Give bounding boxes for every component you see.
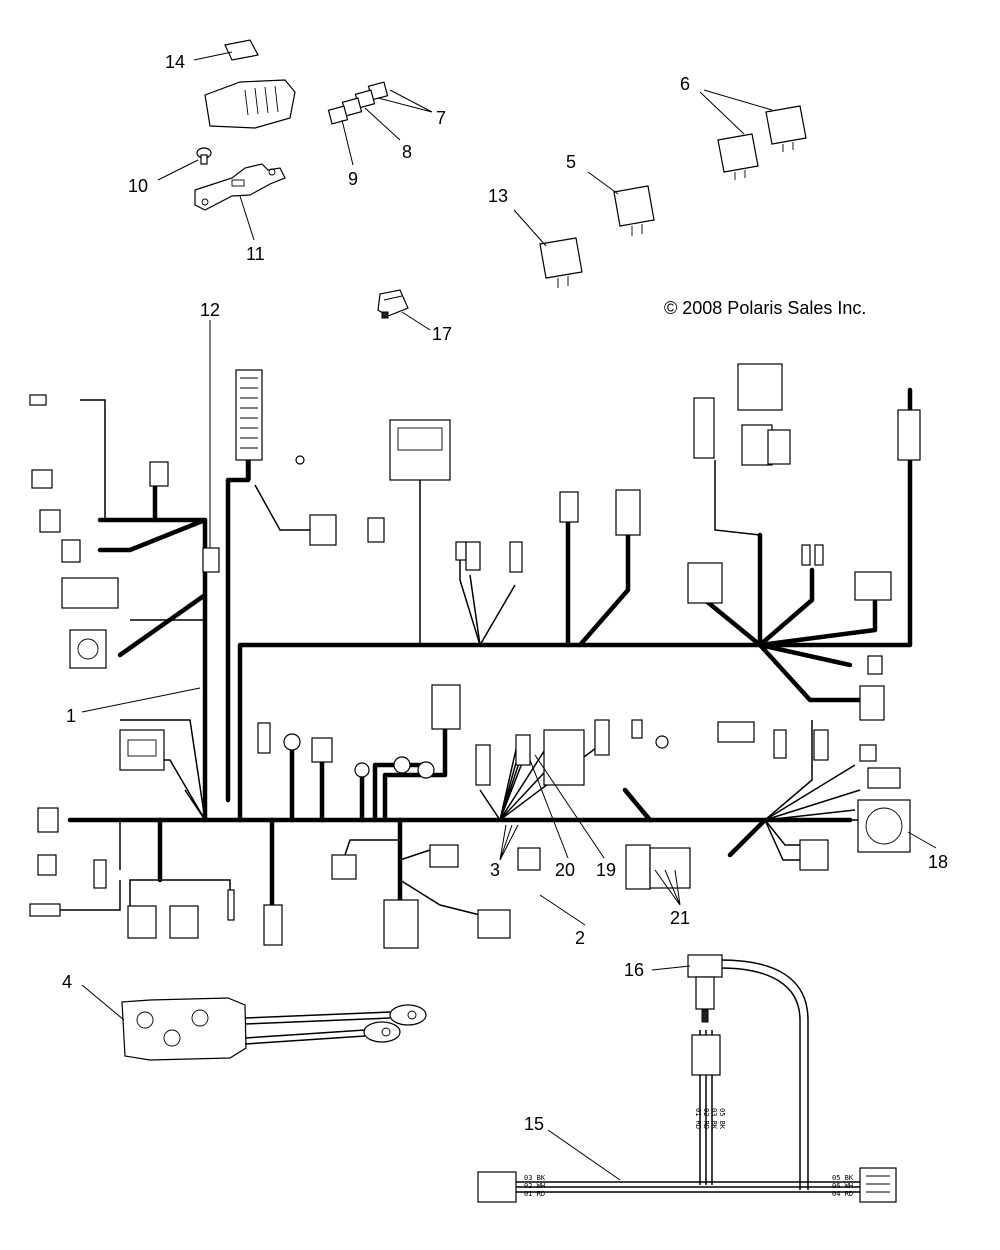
leader-18: [907, 831, 937, 849]
part-12-clip: [202, 547, 220, 573]
leader-5: [587, 171, 619, 195]
part-6-relays: [717, 105, 807, 180]
callout-10: 10: [128, 176, 148, 196]
callout-3: 3: [490, 860, 500, 880]
wire-label-left-1: 03 BK: [524, 1174, 546, 1182]
leader-17: [401, 311, 431, 331]
leader-14: [193, 51, 233, 61]
wire-label-vert-4: 05 BK: [718, 1108, 726, 1130]
leader-6: [699, 89, 773, 135]
wire-label-left-3: 01 RD: [524, 1190, 545, 1198]
leader-9: [341, 119, 354, 166]
callout-17: 17: [432, 324, 452, 344]
part-11-bracket: [194, 163, 286, 211]
harness-connectors: [29, 363, 921, 949]
part-5-relay: [613, 185, 655, 236]
leader-21: [654, 869, 681, 906]
callout-2: 2: [575, 928, 585, 948]
callout-15: 15: [524, 1114, 544, 1134]
wire-label-right-1: 05 BK: [832, 1174, 854, 1182]
callout-4: 4: [62, 972, 72, 992]
wire-label-vert-3: 03 BK: [710, 1108, 718, 1130]
callout-7: 7: [436, 108, 446, 128]
callout-14: 14: [165, 52, 185, 72]
part-15-aux-harness: 03 BK 02 WH 01 RD 05 BK 06 WH 04 RD 01 R…: [477, 959, 897, 1203]
leader-8: [364, 107, 401, 141]
part-7-fuses: [354, 81, 389, 109]
callout-19: 19: [596, 860, 616, 880]
part-4-battery-cable: [121, 997, 427, 1061]
leader-7: [377, 89, 433, 113]
callout-21: 21: [670, 908, 690, 928]
callout-16: 16: [624, 960, 644, 980]
leader-3: [499, 824, 519, 861]
callout-8: 8: [402, 142, 412, 162]
part-17-connector: [377, 289, 409, 319]
leader-4: [81, 984, 125, 1021]
wire-label-right-3: 04 RD: [832, 1190, 853, 1198]
leader-15: [547, 1129, 621, 1181]
callout-6: 6: [680, 74, 690, 94]
wire-label-vert-2: 02 RD: [702, 1108, 710, 1129]
part-21-connector-b: [649, 847, 691, 889]
part-9-fuse: [327, 105, 349, 125]
callout-11: 11: [246, 244, 265, 264]
part-2-connector: [517, 847, 541, 871]
callout-5: 5: [566, 152, 576, 172]
wire-label-vert-1: 01 RD: [694, 1108, 702, 1129]
callout-12: 12: [200, 300, 220, 320]
wire-label-left-2: 02 WH: [524, 1182, 545, 1190]
leader-11: [239, 195, 255, 241]
copyright-notice: © 2008 Polaris Sales Inc.: [664, 298, 866, 318]
leader-1: [81, 687, 201, 713]
callout-20: 20: [555, 860, 575, 880]
callout-1: 1: [66, 706, 76, 726]
part-14-fuse-box-cover: [204, 39, 296, 129]
leader-20: [529, 759, 569, 859]
part-13-relay: [539, 237, 583, 288]
part-18-connector: [857, 799, 911, 853]
callout-13: 13: [488, 186, 508, 206]
wire-label-right-2: 06 WH: [832, 1182, 853, 1190]
part-10-screw: [196, 147, 212, 165]
leader-10: [157, 159, 199, 181]
leader-2: [539, 894, 586, 926]
callout-9: 9: [348, 169, 358, 189]
callout-18: 18: [928, 852, 948, 872]
leader-19: [534, 754, 605, 859]
leader-13: [513, 209, 547, 247]
leader-16: [651, 965, 691, 971]
part-16-fuse-holder: [687, 954, 723, 1023]
part-21-connector-a: [625, 844, 651, 890]
